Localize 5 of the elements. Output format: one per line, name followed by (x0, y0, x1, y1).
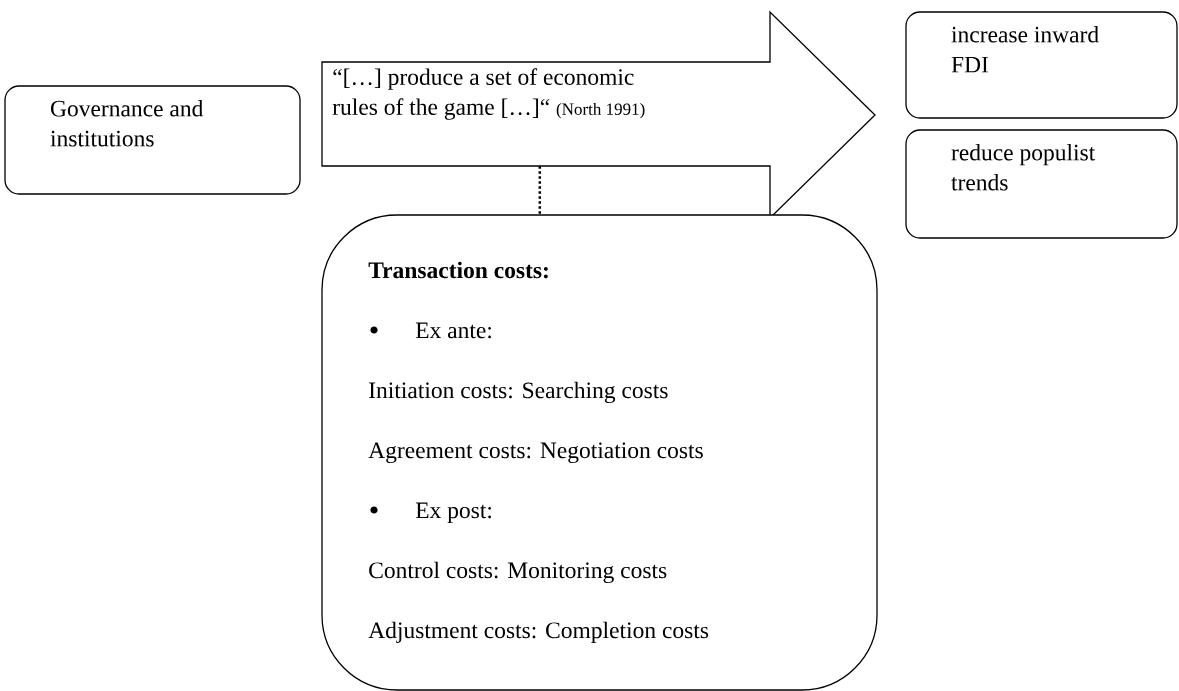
rounded-box: increase inward FDI (905, 11, 1178, 119)
rounded-box: Governance and institutions (4, 85, 301, 195)
rounded-box: reduce populist trends (905, 129, 1178, 239)
rounded-box: Transaction costs: Ex ante: Initiation costs: Searching costs Agreement costs: Negotiation costs Ex post: Control costs: Monitoring costs Adjustment costs: Completion costs (321, 214, 878, 691)
dotted-line (538, 166, 542, 215)
